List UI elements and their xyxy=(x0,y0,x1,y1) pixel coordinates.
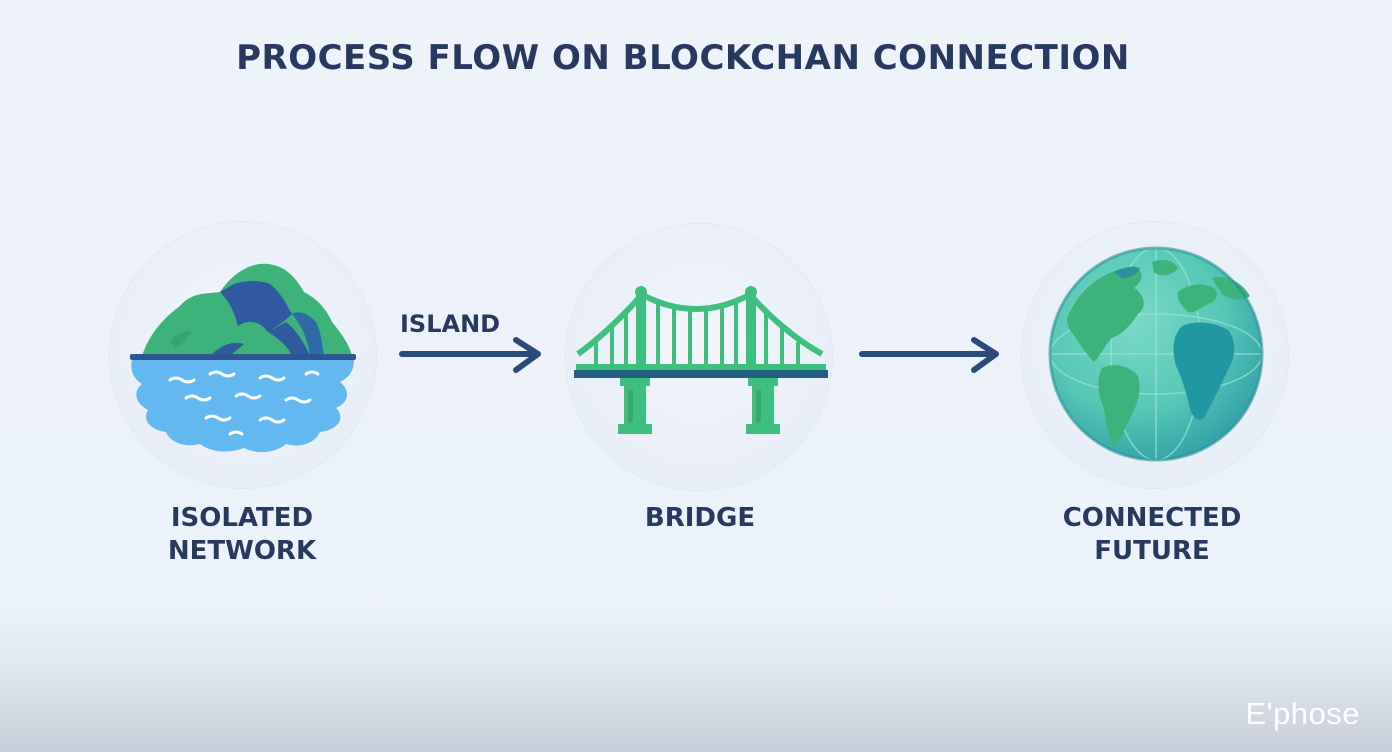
stage-label-bridge: BRIDGE xyxy=(570,502,830,535)
globe-icon xyxy=(1048,246,1264,462)
stage-circle-bridge xyxy=(566,224,832,490)
stage-label-line2: NETWORK xyxy=(167,536,317,566)
island-icon xyxy=(130,263,356,453)
arrow-right-icon xyxy=(399,337,541,373)
stage-circle-isolated-network xyxy=(110,222,376,488)
arrow-label-island: ISLAND xyxy=(400,310,501,338)
diagram-title: PROCESS FLOW ON BLOCKCHAN CONNECTION xyxy=(236,38,1130,78)
stage-label-line1: ISOLATED xyxy=(170,503,314,533)
stage-label-line2: FUTURE xyxy=(1094,536,1210,566)
stage-label-connected-future: CONNECTED FUTURE xyxy=(1022,502,1282,568)
arrow-right-icon xyxy=(859,337,999,373)
stage-label-line1: BRIDGE xyxy=(644,503,756,533)
watermark-logo: E'phose xyxy=(1245,696,1360,731)
bridge-icon xyxy=(574,286,828,434)
stage-label-isolated-network: ISOLATED NETWORK xyxy=(112,502,372,568)
stage-label-line1: CONNECTED xyxy=(1062,503,1242,533)
stage-circle-connected-future xyxy=(1022,222,1288,488)
